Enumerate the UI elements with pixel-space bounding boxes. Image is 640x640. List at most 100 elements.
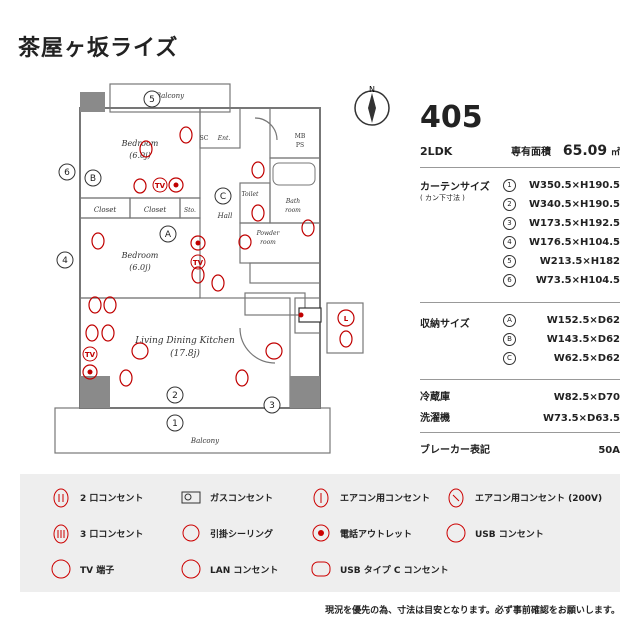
ceiling-hook-icon xyxy=(180,522,202,544)
label-bath-room: room xyxy=(285,207,301,214)
marker-4: 4 xyxy=(62,256,68,266)
room-summary: 2LDK 専有面積 65.09 ㎡ xyxy=(420,143,620,159)
gas-outlet-icon xyxy=(180,486,202,508)
legend-item: エアコン用コンセント xyxy=(310,486,430,508)
triple-outlet-icon xyxy=(50,522,72,544)
tv-icon: TV xyxy=(193,259,204,267)
label-sc: SC xyxy=(200,135,209,142)
label-powder-room: room xyxy=(260,239,276,246)
label-bedroom1-size: (6.0j) xyxy=(129,151,150,160)
legend-item: USB タイプ C コンセント xyxy=(310,558,449,580)
lan-icon-label: L xyxy=(344,315,349,323)
usb-outlet-icon xyxy=(445,522,467,544)
label-bath: Bath xyxy=(285,198,300,205)
outlet-icon xyxy=(179,126,193,144)
outlet-icon xyxy=(339,330,353,348)
outlet-icon xyxy=(91,232,105,250)
label-bedroom1: Bedroom xyxy=(121,139,159,148)
marker-5: 5 xyxy=(149,95,155,105)
floor-plan: N Balcony Bedroom (6.0j) Closet Closet S… xyxy=(54,83,390,454)
marker-6: 6 xyxy=(64,168,70,178)
marker-b: B xyxy=(90,174,96,184)
property-title: 茶屋ヶ坂ライズ xyxy=(18,36,179,61)
phone-outlet-icon xyxy=(168,177,184,193)
ceiling-light-icon xyxy=(265,342,283,360)
label-ps: PS xyxy=(296,142,304,149)
label-closet1: Closet xyxy=(94,206,117,214)
label-toilet: Toilet xyxy=(242,191,260,198)
outlet-icon xyxy=(101,324,115,342)
label-ldk: Living Dining Kitchen xyxy=(134,336,235,346)
label-bedroom2: Bedroom xyxy=(121,251,159,260)
outlet-icon xyxy=(103,296,117,314)
outlet-icon xyxy=(88,296,102,314)
room-type: 2LDK xyxy=(420,145,453,158)
legend-item: TV 端子 xyxy=(50,558,114,580)
outlet-icon xyxy=(85,324,99,342)
ac-outlet-icon xyxy=(310,486,332,508)
legend-item: 2 口コンセント xyxy=(50,486,143,508)
tv-icon: TV xyxy=(155,182,166,190)
area-label: 専有面積 xyxy=(511,147,551,158)
outlet-icon xyxy=(133,178,147,194)
label-ent: Ent. xyxy=(217,135,231,142)
phone-outlet-icon xyxy=(310,522,332,544)
storage-label: 収納サイズ xyxy=(420,319,470,330)
phone-outlet-icon xyxy=(82,364,98,380)
outlet-icon xyxy=(235,369,249,387)
marker-2: 2 xyxy=(172,391,178,401)
label-powder: Powder xyxy=(256,230,281,237)
balcony-top-outline xyxy=(109,83,231,113)
label-balcony-top: Balcony xyxy=(155,92,185,100)
label-bedroom2-size: (6.0j) xyxy=(129,263,150,272)
label-hall: Hall xyxy=(217,212,233,220)
lan-outlet-icon xyxy=(180,558,202,580)
legend-item: 3 口コンセント xyxy=(50,522,143,544)
curtain-label: カーテンサイズ xyxy=(420,182,490,193)
compass-icon xyxy=(354,90,390,126)
marker-c: C xyxy=(220,192,226,202)
lan-icon xyxy=(337,309,355,327)
outlet-icon xyxy=(119,369,133,387)
label-ldk-size: (17.8j) xyxy=(170,348,200,359)
legend-item: 電話アウトレット xyxy=(310,522,412,544)
outlet-icon xyxy=(191,266,205,284)
usb-c-outlet-icon xyxy=(310,558,332,580)
legend-item: ガスコンセント xyxy=(180,486,273,508)
label-mb: MB xyxy=(295,133,306,140)
ac-200v-outlet-icon xyxy=(445,486,467,508)
label-sto: Sto. xyxy=(184,207,196,214)
outlet-icon xyxy=(238,234,252,250)
legend-item: USB コンセント xyxy=(445,522,544,544)
label-balcony-bottom: Balcony xyxy=(190,437,220,445)
room-number: 405 xyxy=(420,100,483,135)
phone-outlet-icon xyxy=(190,235,206,251)
legend-item: エアコン用コンセント (200V) xyxy=(445,486,602,508)
ceiling-light-icon xyxy=(131,342,149,360)
compass-north: N xyxy=(369,85,375,94)
outlet-icon xyxy=(251,204,265,222)
marker-3: 3 xyxy=(269,401,275,411)
marker-a: A xyxy=(165,230,172,240)
outlet-icon xyxy=(251,161,265,179)
legend: 2 口コンセント ガスコンセント エアコン用コンセント エアコン用コンセント (… xyxy=(20,474,620,592)
area-value: 65.09 xyxy=(562,143,608,159)
legend-item: 引掛シーリング xyxy=(180,522,273,544)
area-unit: ㎡ xyxy=(610,148,620,158)
tv-terminal-icon xyxy=(50,558,72,580)
outlet-icon xyxy=(139,140,153,158)
curtain-sub: ( カン下寸法 ) xyxy=(420,194,465,202)
tv-icon: TV xyxy=(85,351,96,359)
